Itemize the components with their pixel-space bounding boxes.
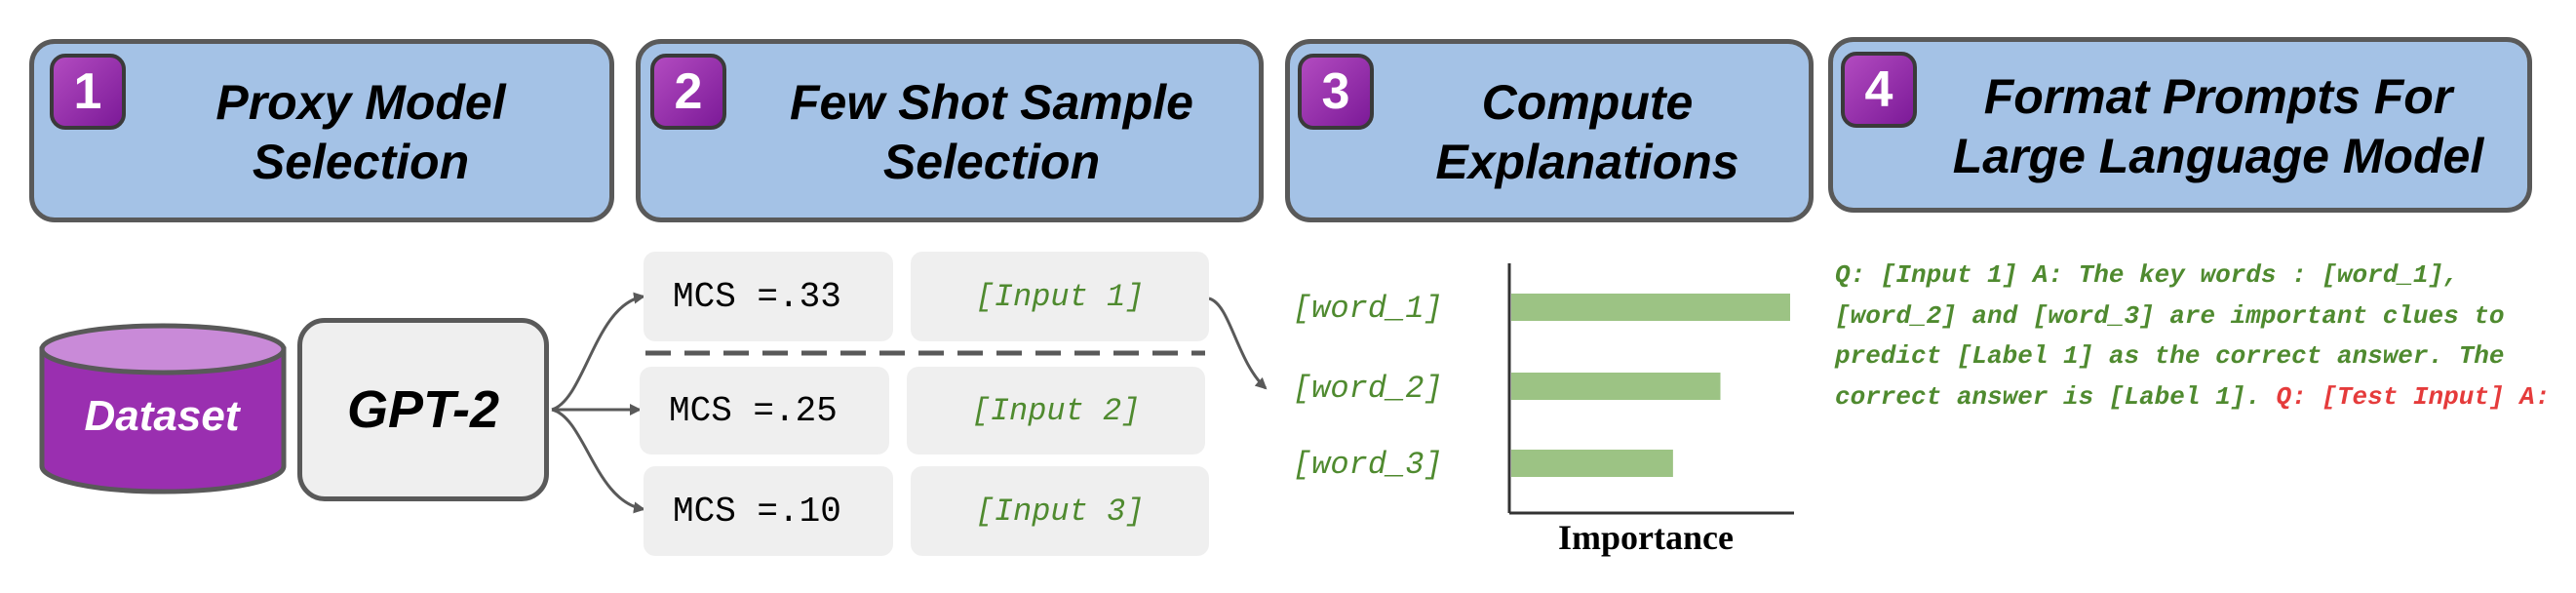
step-3-header: 3 Compute Explanations xyxy=(1285,39,1814,222)
model-box: GPT-2 xyxy=(297,318,549,501)
chart-category-label-3: [word_3] xyxy=(1293,447,1443,483)
chart-x-axis-label: Importance xyxy=(1558,518,1734,557)
formatted-prompt: Q: [Input 1] A: The key words : [word_1]… xyxy=(1835,256,2556,417)
sample-3-input: [Input 3] xyxy=(911,466,1209,556)
step-4-header: 4 Format Prompts For Large Language Mode… xyxy=(1828,37,2532,213)
sample-1-input: [Input 1] xyxy=(911,252,1209,341)
step-1-badge: 1 xyxy=(50,54,126,130)
chart-category-label-2: [word_2] xyxy=(1293,371,1443,407)
step-2-badge: 2 xyxy=(650,54,726,130)
prompt-demonstration-text: Q: [Input 1] A: The key words : [word_1]… xyxy=(1835,260,2505,412)
step-4-title: Format Prompts For Large Language Model xyxy=(1952,69,2484,183)
chart-category-label-1: [word_1] xyxy=(1293,291,1443,327)
step-2-title: Few Shot Sample Selection xyxy=(790,75,1193,189)
importance-bar-3 xyxy=(1511,450,1673,477)
model-label: GPT-2 xyxy=(346,380,500,439)
dataset-cylinder xyxy=(39,323,287,494)
step-3-badge: 3 xyxy=(1298,54,1374,130)
prompt-test-query-text: Q: [Test Input] A: xyxy=(2276,381,2551,412)
step-3-title: Compute Explanations xyxy=(1435,75,1739,189)
sample-2-input: [Input 2] xyxy=(907,367,1205,455)
sample-2-mcs: MCS =.25 xyxy=(640,367,889,455)
importance-bar-1 xyxy=(1511,294,1790,321)
step-4-badge: 4 xyxy=(1841,52,1917,128)
importance-bar-2 xyxy=(1511,373,1721,400)
step-1-header: 1 Proxy Model Selection xyxy=(29,39,614,222)
arrow-to-explanations xyxy=(1208,296,1268,390)
arrow-to-sample-3 xyxy=(551,408,645,514)
step-2-header: 2 Few Shot Sample Selection xyxy=(636,39,1264,222)
sample-3-mcs: MCS =.10 xyxy=(644,466,893,556)
arrow-to-sample-1 xyxy=(551,292,645,412)
step-1-title: Proxy Model Selection xyxy=(215,75,506,189)
sample-1-mcs: MCS =.33 xyxy=(644,252,893,341)
dataset-label: Dataset xyxy=(84,392,240,440)
importance-chart xyxy=(1507,263,1794,515)
